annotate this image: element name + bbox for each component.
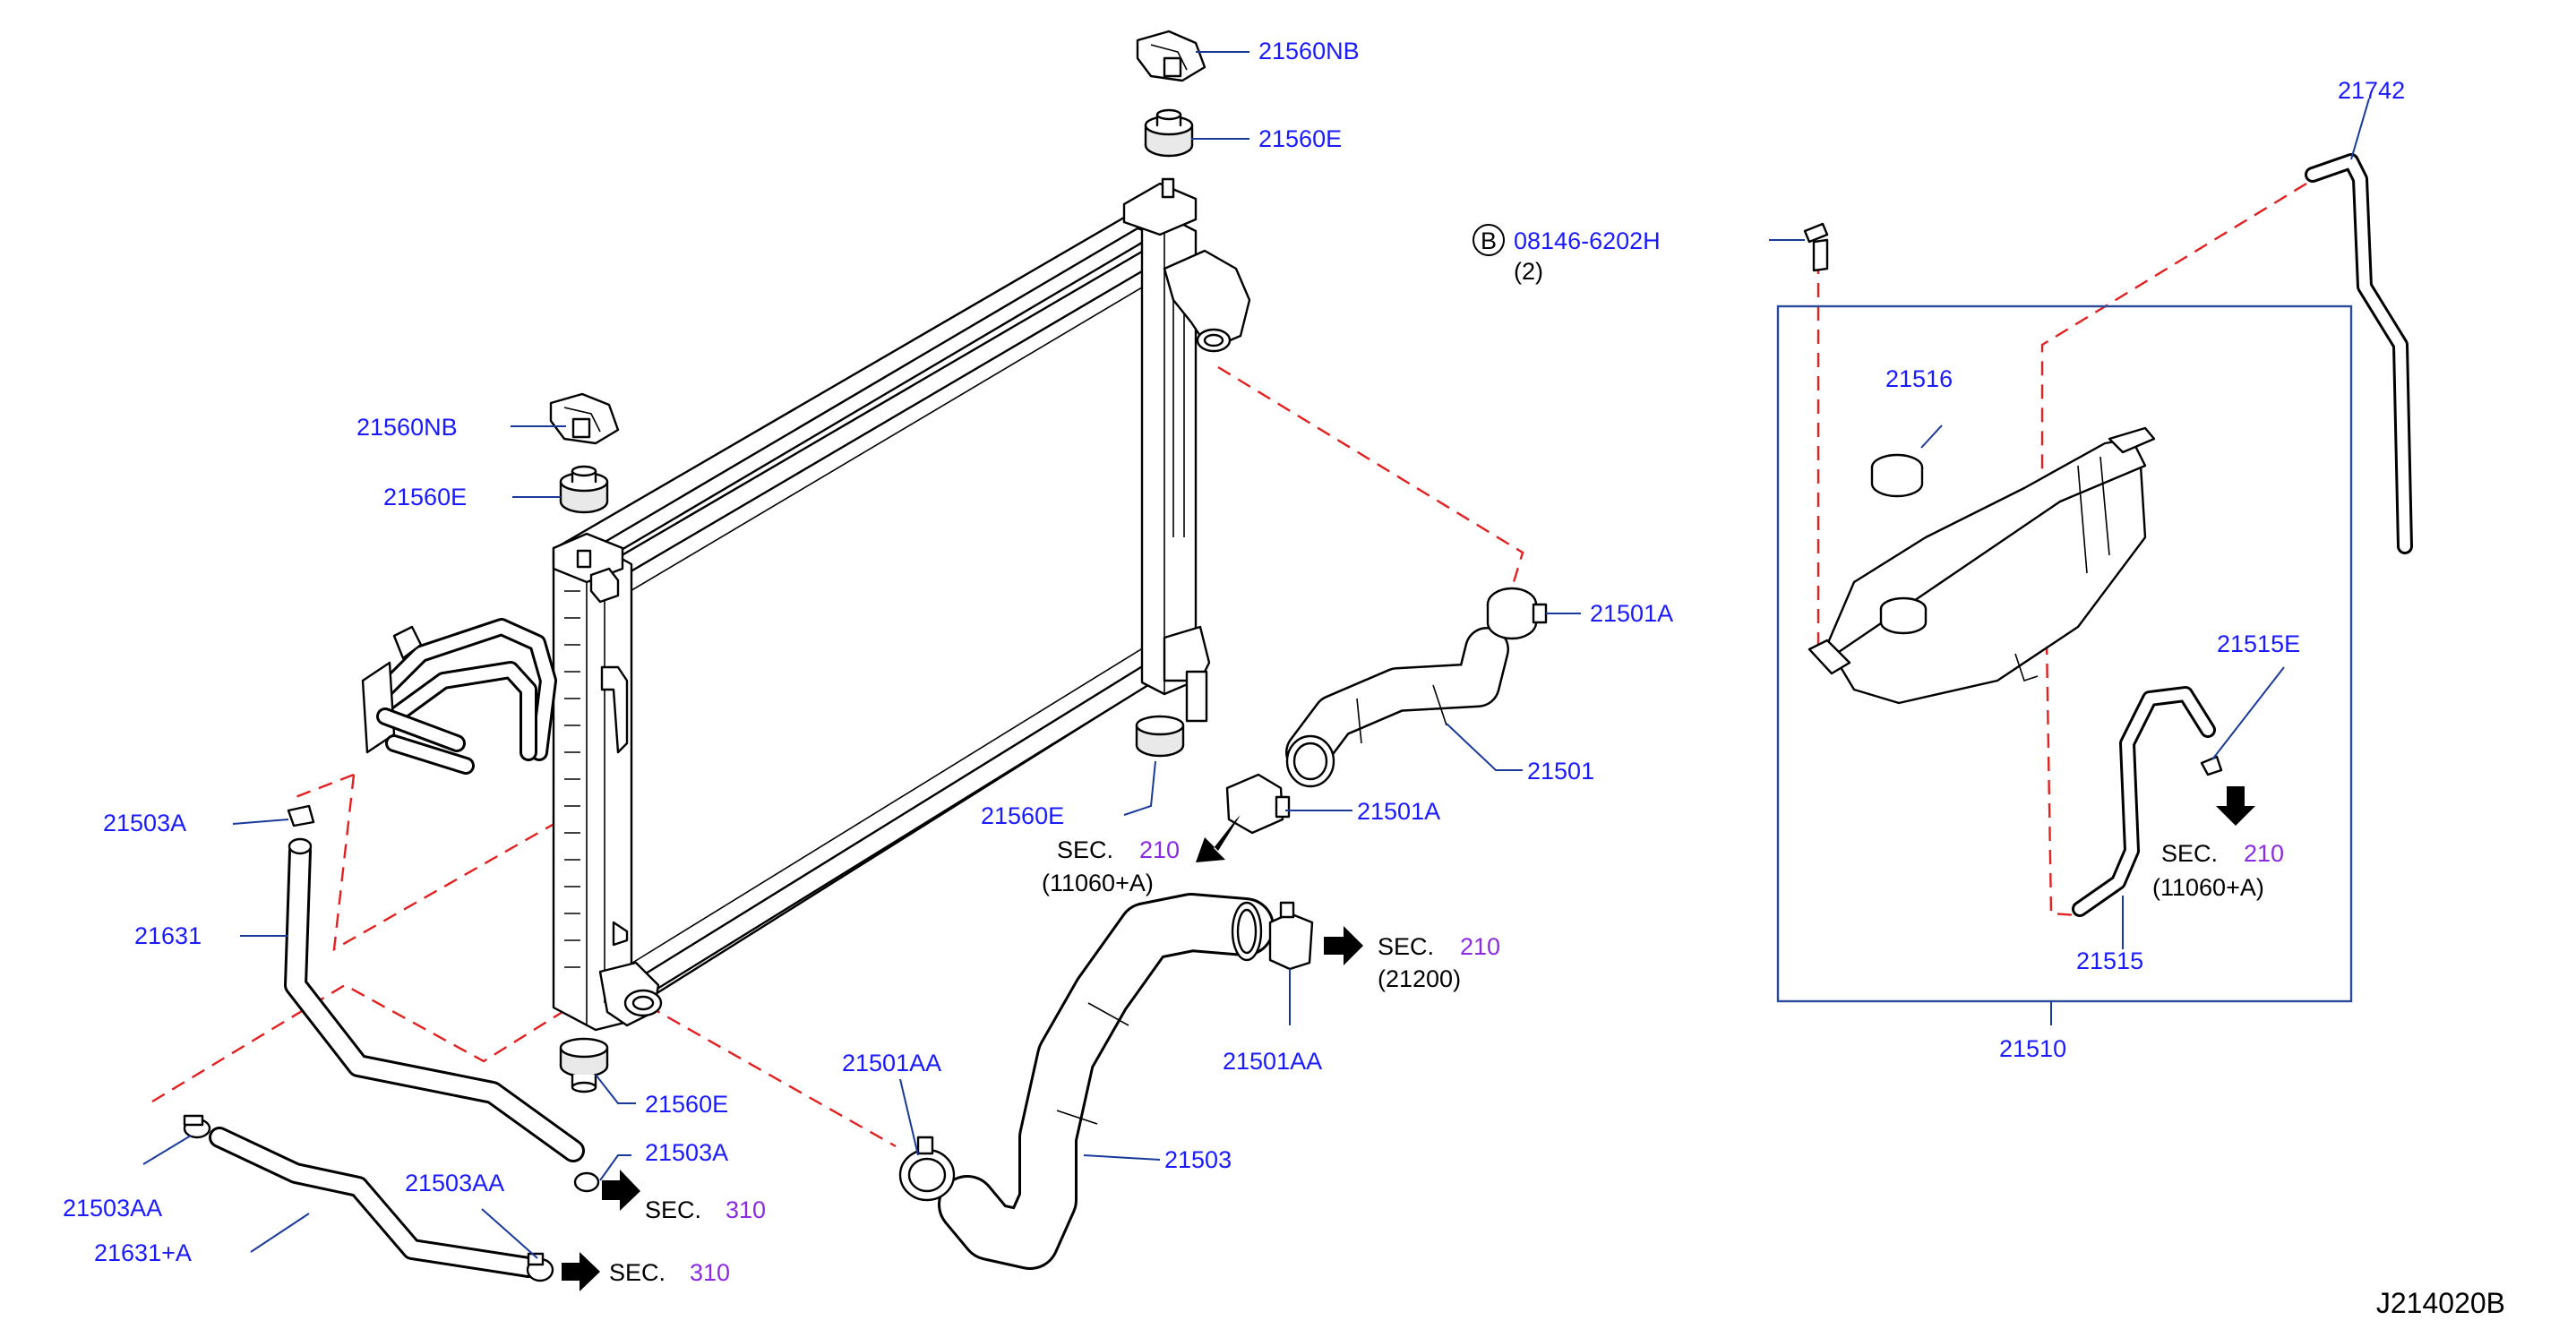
sec-ref-210-right[interactable]: SEC. 210 (11060+A) [2152,840,2284,901]
label-21510[interactable]: 21510 [1999,1035,2066,1062]
flow-arrow-sec310-b [562,1252,600,1291]
sec-ref-310-a[interactable]: SEC. 310 [645,1196,766,1223]
sec-ref-210-left[interactable]: SEC. 210 (11060+A) [1042,836,1180,896]
label-08146-6202h[interactable]: 08146-6202H [1514,227,1661,254]
svg-text:SEC.: SEC. [1057,836,1113,863]
svg-text:(21200): (21200) [1378,965,1461,992]
upper-radiator-hose[interactable] [1285,627,1509,788]
svg-text:310: 310 [726,1196,766,1223]
overflow-hose-21742[interactable] [2305,153,2413,554]
sec-ref-310-b[interactable]: SEC. 310 [609,1259,730,1286]
label-21516[interactable]: 21516 [1885,365,1953,392]
flow-arrow-sec310-a [602,1170,640,1211]
hose-clamp-lower[interactable] [1225,773,1291,835]
flow-arrow-sec210-mid [1324,926,1363,965]
label-21503aa-left[interactable]: 21503AA [63,1195,162,1222]
sec-ref-210-mid[interactable]: SEC. 210 (21200) [1378,933,1500,992]
svg-text:210: 210 [2244,840,2284,867]
svg-text:310: 310 [690,1259,730,1286]
svg-text:B: B [1481,227,1497,254]
label-21503[interactable]: 21503 [1164,1146,1232,1173]
label-21560e-mid[interactable]: 21560E [981,802,1064,829]
bolt-badge: B [1473,224,1505,256]
mount-clip-left[interactable] [549,392,620,445]
rubber-bushing-top[interactable] [1144,108,1194,158]
reservoir-hose-21515[interactable] [2072,686,2216,917]
svg-text:(11060+A): (11060+A) [2152,874,2264,901]
rubber-bushing-mid[interactable] [1135,715,1185,758]
label-21515e[interactable]: 21515E [2217,630,2300,657]
bypass-hose-21631A[interactable] [209,1127,539,1278]
rubber-bushing-bottom[interactable] [559,1037,609,1093]
hose-clamp-lower-b[interactable] [898,1136,956,1202]
svg-text:SEC.: SEC. [1378,933,1434,960]
label-21501a-lower[interactable]: 21501A [1357,798,1440,825]
label-21501aa-left[interactable]: 21501AA [842,1050,941,1076]
mount-clip-top[interactable] [1136,30,1206,82]
dashed-guides [151,182,2307,1148]
rubber-bushing-left[interactable] [559,465,609,514]
small-clamp-21503A-top[interactable] [287,804,315,827]
bolt-08146[interactable] [1803,222,1829,272]
lower-radiator-hose[interactable] [938,893,1275,1270]
label-21560e-bottom[interactable]: 21560E [645,1091,728,1118]
flow-arrow-sec210-left [1196,815,1241,862]
flow-arrow-sec210-right [2216,786,2255,826]
label-21501a-upper[interactable]: 21501A [1590,600,1673,627]
label-21503aa-bottom[interactable]: 21503AA [405,1170,504,1196]
label-21503a-top[interactable]: 21503A [103,810,186,836]
label-21560nb-left[interactable]: 21560NB [356,414,458,441]
label-21515[interactable]: 21515 [2076,947,2143,974]
bypass-hose-21631[interactable] [284,837,585,1162]
label-21560nb-top[interactable]: 21560NB [1258,38,1360,64]
reservoir-tank[interactable] [1807,426,2156,705]
label-21631[interactable]: 21631 [134,922,202,949]
label-21742[interactable]: 21742 [2338,77,2405,104]
small-clamp-21503AA-bottom[interactable] [526,1252,554,1282]
part-labels: 21560NB 21560E 21560NB 21560E 21560E 215… [63,38,2405,1266]
label-08146-qty: (2) [1514,258,1543,285]
hose-clamp-lower-a[interactable] [1268,901,1314,971]
svg-text:SEC.: SEC. [2161,840,2218,867]
leader-lines [142,51,2370,1259]
label-21631-a[interactable]: 21631+A [94,1239,192,1266]
label-21560e-top[interactable]: 21560E [1258,125,1342,152]
svg-text:210: 210 [1460,933,1500,960]
svg-text:SEC.: SEC. [645,1196,701,1223]
reservoir-clamp-21515E[interactable] [2200,755,2223,776]
small-clamp-21503A-bottom[interactable] [573,1171,600,1193]
svg-text:SEC.: SEC. [609,1259,665,1286]
diagram-code: J214020B [2376,1287,2505,1319]
reservoir-group-box [1776,304,2353,1003]
left-tank-ribs [564,590,580,968]
label-21501aa-right[interactable]: 21501AA [1223,1048,1322,1075]
radiator-core[interactable] [552,177,1251,1032]
cooler-line-bracket[interactable] [361,618,557,775]
label-21560e-left[interactable]: 21560E [383,484,467,510]
small-clamp-21503AA-left[interactable] [183,1114,211,1139]
label-21501[interactable]: 21501 [1527,758,1594,785]
label-21503a-bottom[interactable]: 21503A [645,1139,728,1166]
svg-text:210: 210 [1139,836,1180,863]
svg-text:(11060+A): (11060+A) [1042,870,1154,896]
reservoir-cap[interactable] [1870,453,1924,498]
hose-clamp-upper[interactable] [1486,587,1548,640]
